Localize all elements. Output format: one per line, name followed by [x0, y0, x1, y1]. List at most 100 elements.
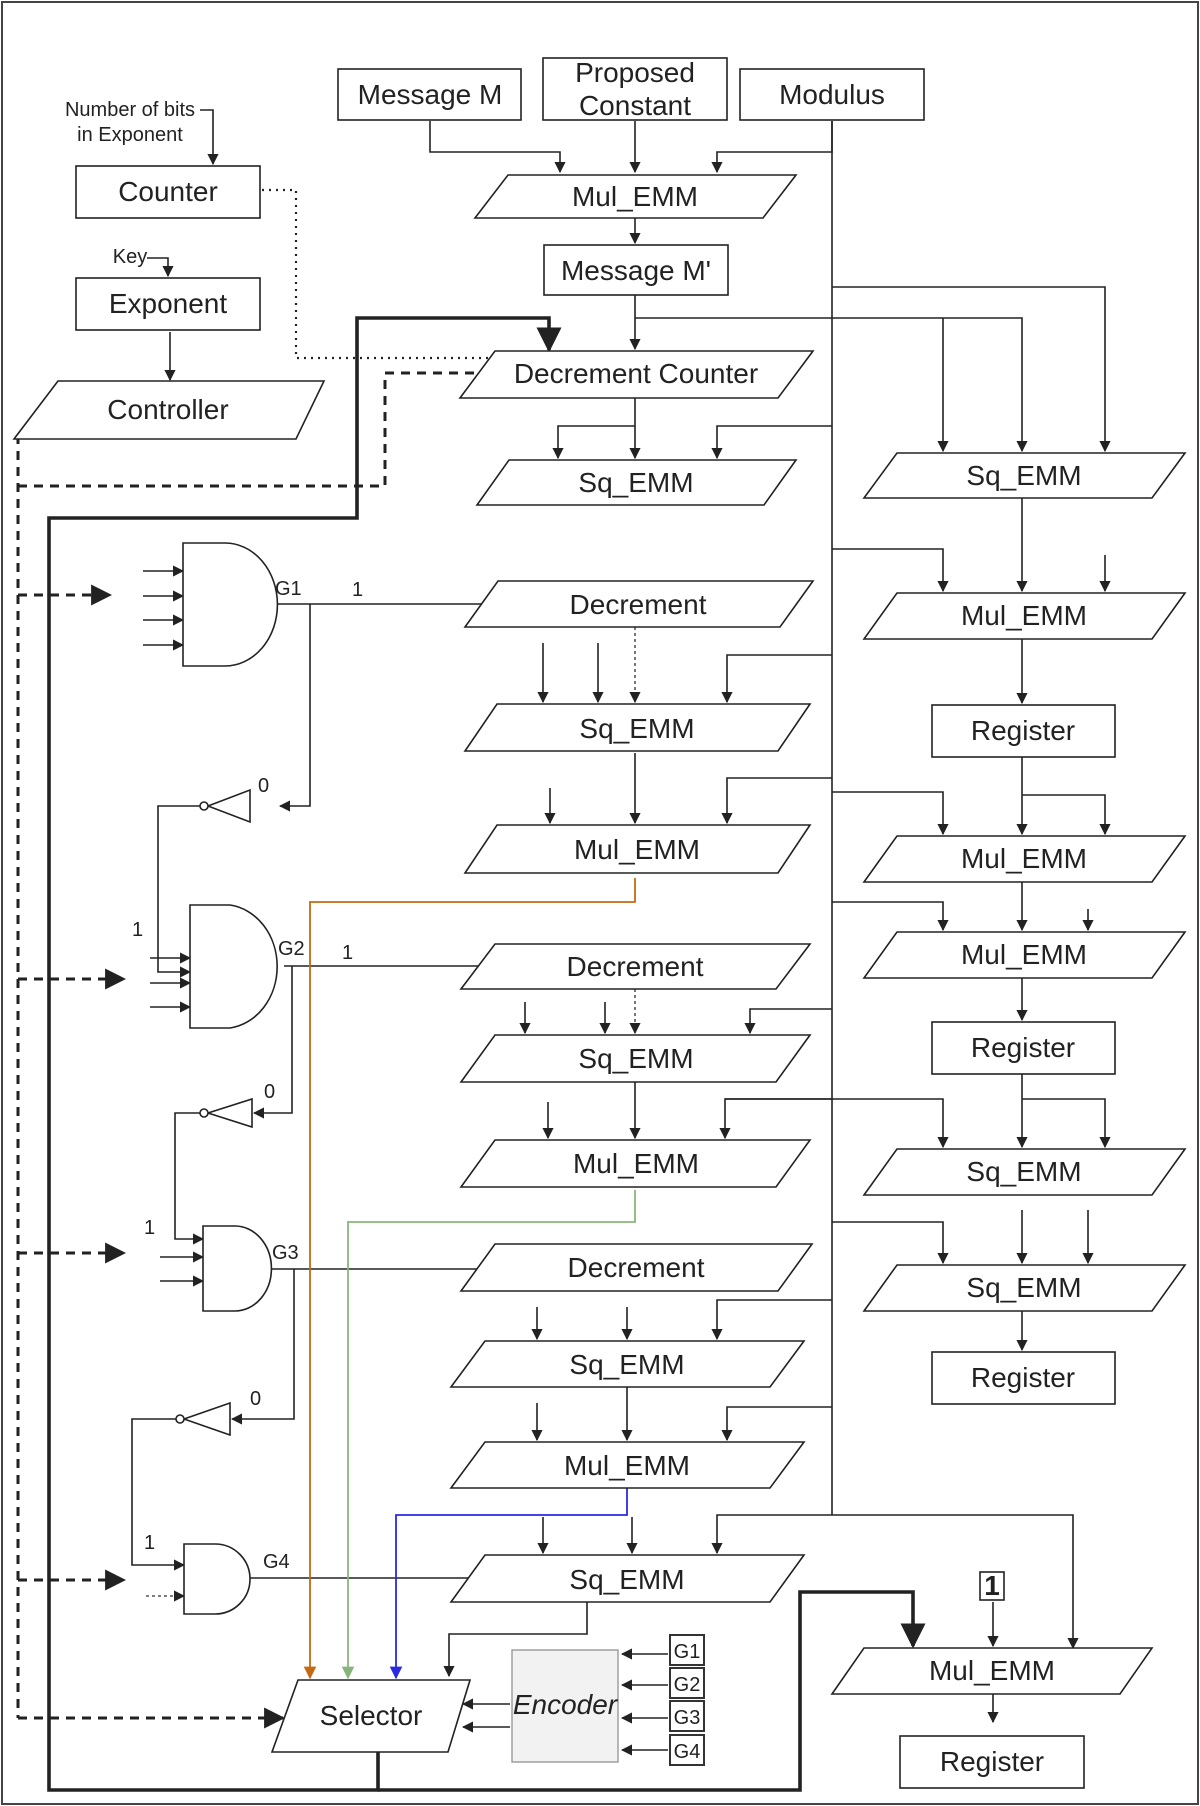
sq-emm-r2: Sq_EMM [862, 1148, 1187, 1196]
encoder-label: Encoder [513, 1689, 619, 1720]
mul-emm-r3: Mul_EMM [862, 931, 1187, 979]
sq-emm-r1-label: Sq_EMM [966, 460, 1081, 491]
g3-in-one: 1 [144, 1217, 155, 1239]
decrement-1-label: Decrement [570, 589, 707, 620]
mul-emm-r2: Mul_EMM [862, 835, 1187, 883]
and-gate-g3: G3 1 [144, 1217, 299, 1312]
connectors [16, 109, 1111, 1792]
encoder-input-g2: G2 [669, 1667, 705, 1699]
mul-emm-2-label: Mul_EMM [574, 834, 700, 865]
message-m-prime-label: Message M' [561, 255, 711, 286]
sq-emm-r3: Sq_EMM [862, 1264, 1187, 1312]
modulus-box: Modulus [739, 68, 925, 121]
proposed-constant-box: Proposed Constant [542, 57, 728, 121]
bits-note-line2: in Exponent [77, 124, 183, 146]
sq-emm-4: Sq_EMM [449, 1340, 806, 1388]
and-gate-g4: G4 1 [144, 1532, 290, 1615]
green-link [341, 1190, 636, 1680]
decrement-2: Decrement [459, 943, 812, 990]
register-r3-label: Register [971, 1362, 1075, 1393]
constant-one-box: 1 [979, 1570, 1005, 1601]
mul-emm-r1: Mul_EMM [862, 592, 1187, 640]
mul-emm-3: Mul_EMM [459, 1139, 812, 1188]
sq-emm-r3-label: Sq_EMM [966, 1272, 1081, 1303]
mul-emm-top-label: Mul_EMM [572, 181, 698, 212]
inverter-2: 0 [199, 1081, 275, 1129]
sq-emm-1-label: Sq_EMM [578, 467, 693, 498]
message-m-label: Message M [358, 79, 503, 110]
decrement-3: Decrement [459, 1243, 814, 1292]
message-m-box: Message M [337, 68, 522, 121]
encoder-input-g3: G3 [669, 1700, 705, 1732]
g2-out-one: 1 [342, 942, 353, 964]
g1-label: G1 [275, 578, 302, 600]
sq-emm-r2-label: Sq_EMM [966, 1156, 1081, 1187]
mul-emm-final-label: Mul_EMM [929, 1655, 1055, 1686]
mul-emm-4-label: Mul_EMM [564, 1450, 690, 1481]
mul-emm-2: Mul_EMM [463, 824, 812, 874]
message-m-prime-box: Message M' [543, 244, 729, 296]
inverter-1-zero: 0 [258, 775, 269, 797]
sq-emm-2: Sq_EMM [463, 703, 812, 752]
counter-label: Counter [118, 176, 218, 207]
encoder-input-g1: G1 [669, 1634, 705, 1666]
decrement-counter-label: Decrement Counter [514, 358, 758, 389]
mul-emm-3-label: Mul_EMM [573, 1148, 699, 1179]
and-gate-g1: G1 1 [182, 542, 363, 667]
mul-emm-r3-label: Mul_EMM [961, 939, 1087, 970]
g1-out-one: 1 [352, 579, 363, 601]
mul-emm-r1-label: Mul_EMM [961, 600, 1087, 631]
bits-note-line1: Number of bits [65, 99, 195, 121]
g4-in-one: 1 [144, 1532, 155, 1554]
sq-emm-3: Sq_EMM [459, 1034, 812, 1083]
register-final-label: Register [940, 1746, 1044, 1777]
decrement-2-label: Decrement [567, 951, 704, 982]
constant-one-label: 1 [984, 1570, 1000, 1601]
enc-g2-label: G2 [674, 1674, 701, 1696]
inverter-2-zero: 0 [264, 1081, 275, 1103]
counter-box: Counter [75, 165, 261, 219]
mul-emm-final: Mul_EMM [830, 1647, 1154, 1695]
g2-in-one: 1 [132, 919, 143, 941]
orange-link [303, 878, 636, 1680]
sq-emm-1: Sq_EMM [475, 459, 798, 506]
enc-g1-label: G1 [674, 1641, 701, 1663]
sq-emm-2-label: Sq_EMM [579, 713, 694, 744]
modulus-label: Modulus [779, 79, 885, 110]
register-final: Register [899, 1735, 1085, 1789]
exponent-box: Exponent [75, 277, 261, 331]
key-label: Key [113, 246, 147, 268]
inverter-3-zero: 0 [250, 1388, 261, 1410]
decrement-counter-node: Decrement Counter [458, 350, 815, 399]
inverter-3: 0 [175, 1388, 261, 1437]
g4-label: G4 [263, 1551, 290, 1573]
selector-node: Selector [270, 1679, 472, 1753]
register-r1-label: Register [971, 715, 1075, 746]
encoder-input-g4: G4 [669, 1734, 705, 1766]
blue-link [389, 1488, 628, 1680]
proposed-constant-line1: Proposed [575, 57, 695, 88]
proposed-constant-line2: Constant [579, 90, 691, 121]
g3-label: G3 [272, 1242, 299, 1264]
decrement-3-label: Decrement [568, 1252, 705, 1283]
sq-emm-3-label: Sq_EMM [578, 1043, 693, 1074]
controller-node: Controller [12, 380, 326, 440]
sq-emm-4-label: Sq_EMM [569, 1349, 684, 1380]
sq-emm-5-label: Sq_EMM [569, 1564, 684, 1595]
register-r3: Register [931, 1351, 1116, 1405]
decrement-1: Decrement [463, 580, 815, 628]
mul-emm-top: Mul_EMM [473, 174, 798, 219]
register-r2-label: Register [971, 1032, 1075, 1063]
g2-label: G2 [278, 938, 305, 960]
controller-label: Controller [107, 394, 228, 425]
and-gate-g2: G2 1 1 [132, 904, 353, 1029]
mul-emm-4: Mul_EMM [449, 1441, 806, 1489]
enc-g3-label: G3 [674, 1707, 701, 1729]
enc-g4-label: G4 [674, 1741, 701, 1763]
register-r1: Register [931, 704, 1116, 758]
selector-label: Selector [320, 1700, 423, 1731]
mul-emm-r2-label: Mul_EMM [961, 843, 1087, 874]
inverter-1: 0 [199, 775, 269, 824]
